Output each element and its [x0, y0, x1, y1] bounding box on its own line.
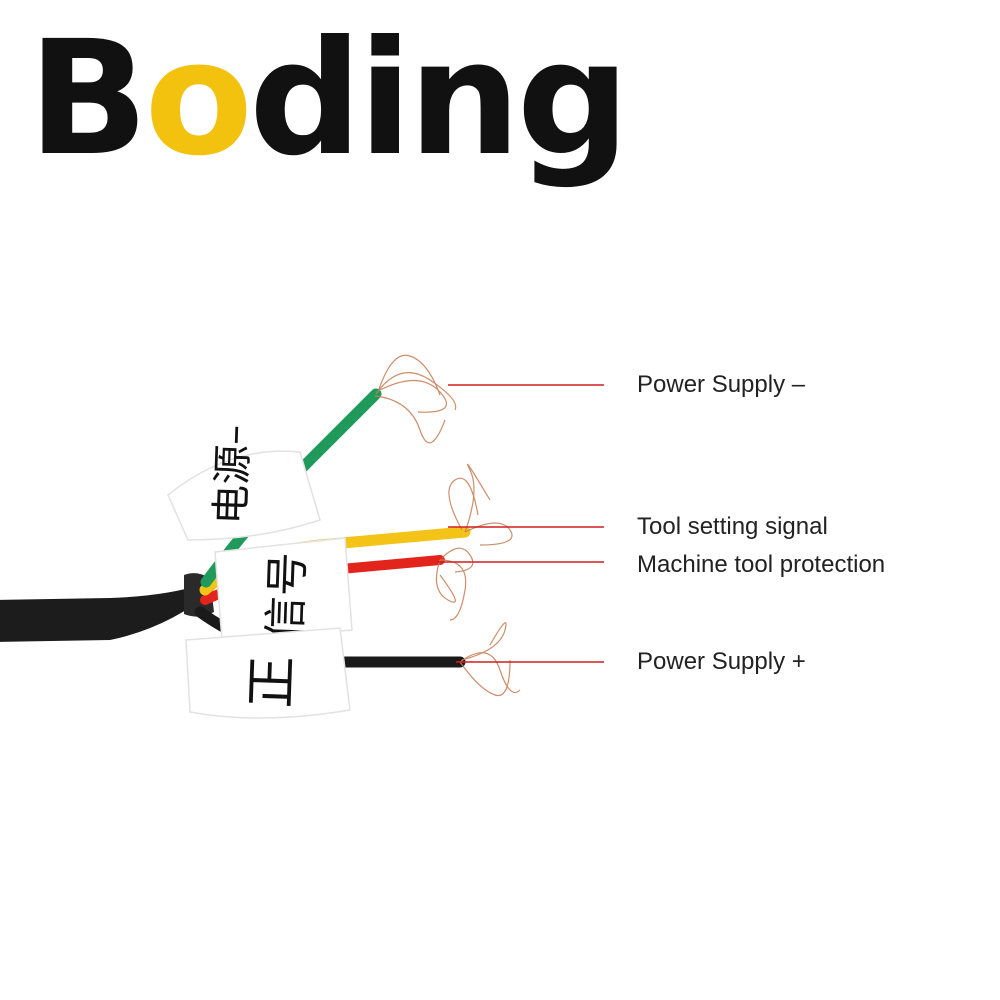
wire-tag-middle: 信号: [214, 537, 353, 641]
main-cable: [0, 585, 214, 642]
wire-tag-bottom: 正: [185, 627, 351, 719]
tag-middle-text: 信号: [260, 551, 314, 641]
boding-logo: Boding: [28, 20, 630, 178]
label-machine-tool-protection: Machine tool protection: [637, 551, 886, 578]
copper-strands-green: [374, 354, 457, 444]
label-power-supply-minus: Power Supply –: [637, 371, 806, 398]
copper-strands-black: [459, 622, 521, 697]
wire-tag-top: 电源–: [167, 424, 321, 541]
logo-letter-b: B: [28, 7, 148, 191]
logo-letters-ding: ding: [249, 7, 630, 191]
logo-letter-o: o: [144, 7, 253, 191]
tag-top-text: 电源–: [208, 424, 257, 526]
tag-bottom-text: 正: [242, 655, 304, 709]
label-tool-setting-signal: Tool setting signal: [637, 513, 828, 540]
copper-strands-yellow: [448, 463, 513, 546]
label-power-supply-plus: Power Supply +: [637, 648, 806, 675]
